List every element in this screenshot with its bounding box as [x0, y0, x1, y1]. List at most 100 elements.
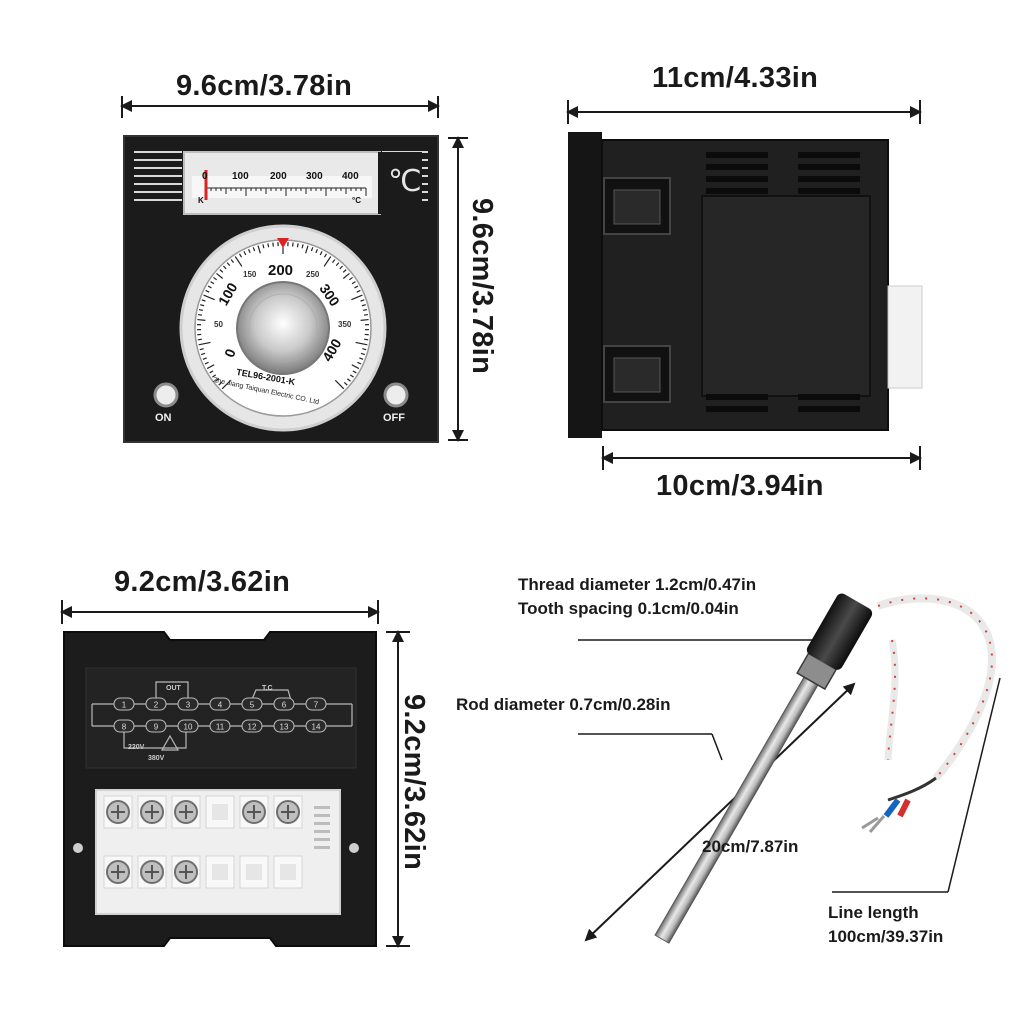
dial-minor-250: 250 [306, 270, 320, 279]
dial-tick [332, 259, 336, 263]
dial-tick [301, 244, 304, 249]
line-length-label: Line length [828, 903, 919, 922]
terminal-pill [305, 719, 327, 733]
empty-slot [280, 864, 296, 880]
right-bolt [349, 843, 359, 853]
dial-tick [359, 357, 364, 360]
dial-tick [351, 364, 360, 370]
dial-tick [305, 245, 309, 254]
dial-tick [205, 289, 210, 293]
terminal-number: 10 [184, 723, 193, 732]
dial-tick [199, 348, 204, 351]
side-view [566, 100, 923, 470]
dial-tick [230, 259, 234, 263]
front-view [120, 96, 468, 443]
dial-tick [343, 382, 348, 386]
terminal-number: 5 [250, 701, 255, 710]
terminal-pill [273, 719, 295, 733]
dial-tick [362, 348, 367, 351]
terminal-number: 3 [186, 701, 191, 710]
side-top-label: 11cm/4.33in [652, 62, 819, 94]
dial-tick [360, 299, 365, 302]
dial-tick [200, 304, 205, 307]
terminal-pill [113, 719, 135, 733]
dial-tick [348, 276, 353, 281]
dial-tick [198, 308, 204, 312]
terminal-pill [145, 719, 167, 733]
terminal-number: 12 [248, 723, 257, 732]
vent-slots [706, 152, 860, 412]
dial-number-200: 200 [268, 262, 294, 279]
meter-scale-0: 0 [202, 171, 208, 182]
dial-tick [296, 243, 299, 248]
dial-tick [212, 374, 217, 378]
dial-tick [347, 378, 351, 382]
front-height-label: 9.6cm/3.78in [466, 198, 498, 375]
probe-cap [806, 593, 873, 670]
dial-tick [362, 308, 368, 312]
dial-minor-50: 50 [214, 320, 223, 329]
meter-scale-200: 200 [270, 171, 287, 182]
side-front-bezel [568, 132, 602, 438]
dial-tick [323, 253, 328, 258]
terminal-number: 6 [282, 701, 287, 710]
wiring-tc-label: T.C [262, 685, 273, 692]
terminal-pill [209, 719, 231, 733]
dial-tick [215, 378, 219, 382]
terminal-number: 8 [122, 723, 127, 732]
dial-tick [361, 304, 366, 307]
wiring-380v-label: 380V [148, 755, 165, 762]
dial-tick [197, 313, 203, 316]
terminal-number: 14 [312, 723, 321, 732]
dial-tick [310, 247, 314, 252]
dial-tick [213, 276, 218, 281]
dial-tick [207, 285, 212, 289]
dial-tick [221, 379, 232, 390]
off-indicator [383, 382, 409, 408]
terminal-pill [177, 697, 199, 711]
probe-rod [654, 676, 819, 944]
terminal-number: 2 [154, 701, 159, 710]
wiring-out-label: OUT [166, 685, 181, 692]
dial-tick [243, 251, 247, 256]
dial-tick [201, 299, 206, 302]
probe-view [578, 593, 1001, 944]
on-indicator [153, 382, 179, 408]
terminal-number: 1 [122, 701, 127, 710]
dial-tick [216, 272, 224, 279]
dial-tick [218, 382, 223, 386]
dial-tick [238, 253, 243, 258]
dial-tick [352, 370, 357, 374]
dial-tick [315, 248, 319, 254]
knob[interactable] [236, 281, 330, 375]
empty-slot [212, 804, 228, 820]
spade-terminal [861, 815, 886, 833]
terminal-number: 9 [154, 723, 159, 732]
on-label: ON [155, 412, 172, 424]
dial-tick [319, 251, 323, 256]
dial-tick [323, 256, 332, 267]
terminal-pill [177, 719, 199, 733]
terminal-pill [273, 697, 295, 711]
dial-tick [351, 294, 363, 301]
dial-tick [355, 341, 368, 346]
wiring-220v-label: 220V [128, 744, 145, 751]
dial-tick [247, 248, 251, 254]
meter-scale-400: 400 [342, 171, 359, 182]
terminal-block-edge [887, 285, 923, 389]
dial-tick [202, 357, 207, 360]
terminal-pill [305, 697, 327, 711]
thread-diameter-label: Thread diameter 1.2cm/0.47in [518, 575, 757, 594]
terminal-pill [241, 697, 263, 711]
terminal-number: 4 [218, 701, 223, 710]
line-length-leader [947, 677, 1001, 893]
dial-tick [252, 247, 256, 252]
dial-tick [209, 370, 214, 374]
dial-tick [262, 244, 265, 249]
terminal-number: 7 [314, 701, 319, 710]
dial-tick [349, 374, 354, 378]
meter-k-mark: K [198, 196, 204, 205]
dial-tick [197, 318, 206, 321]
meter-scale-100: 100 [232, 171, 249, 182]
